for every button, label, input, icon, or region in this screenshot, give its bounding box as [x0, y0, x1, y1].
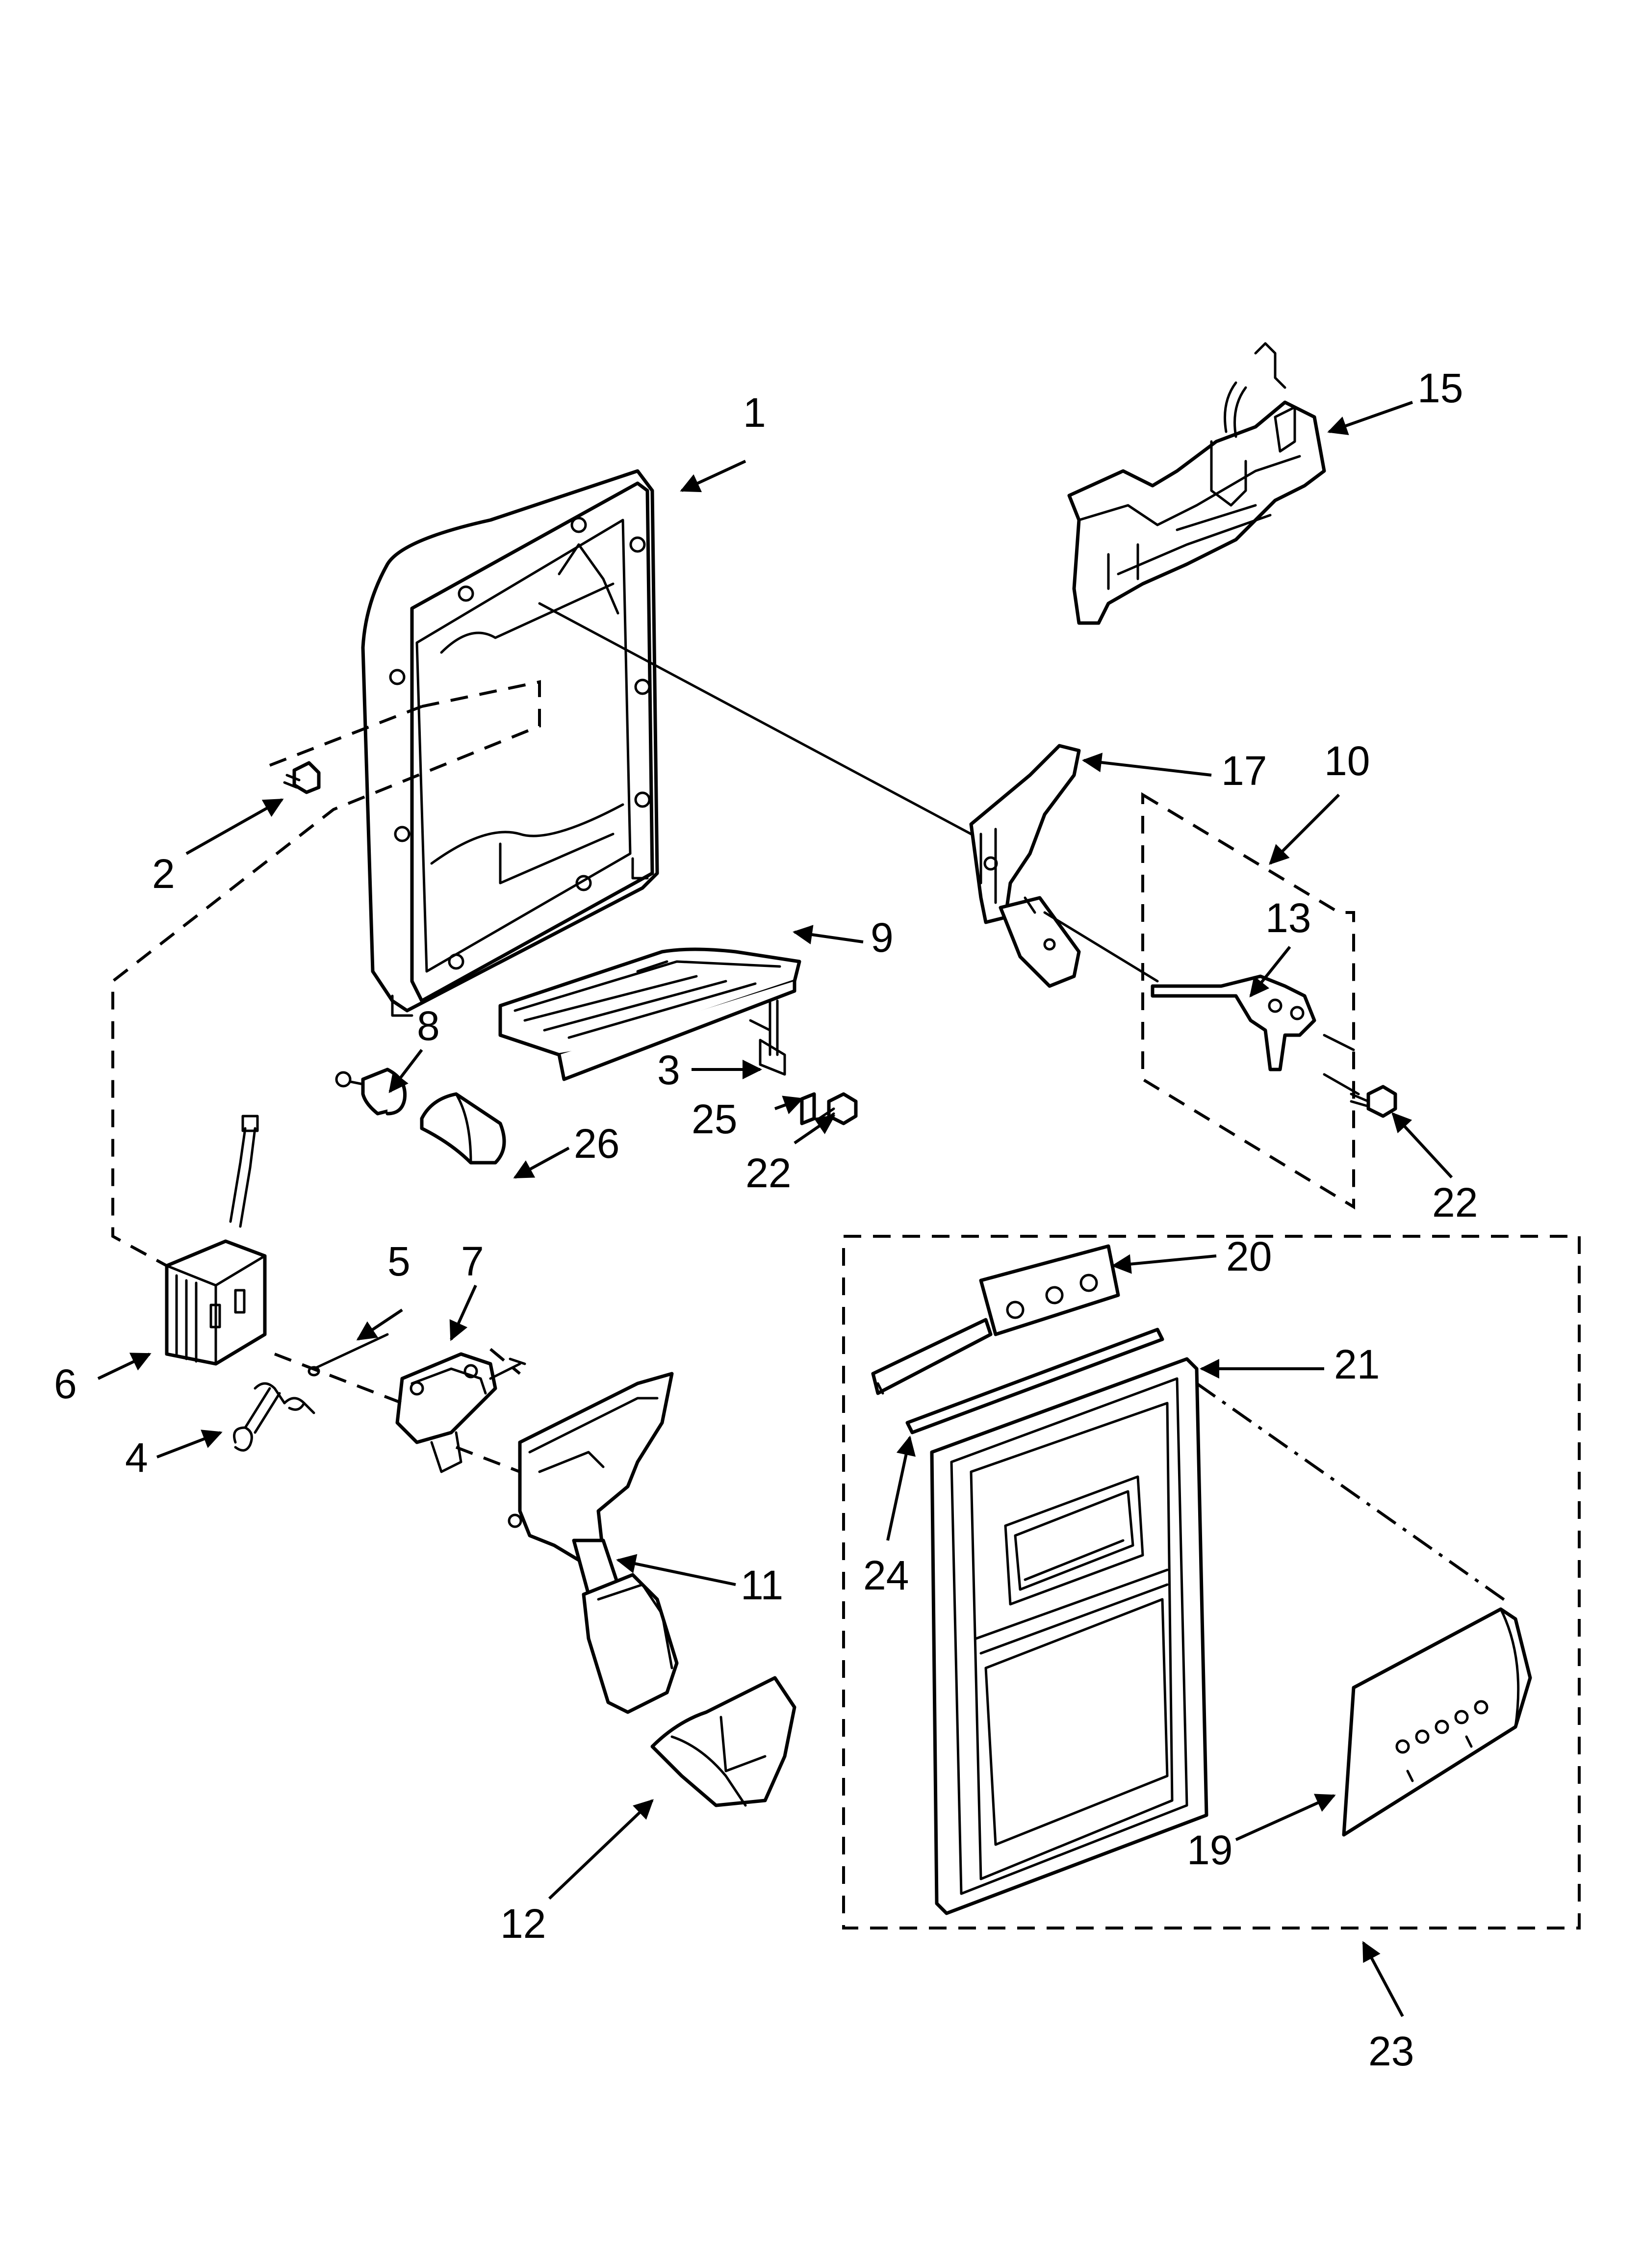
- callout-7: 7: [461, 1238, 484, 1284]
- callout-15: 15: [1417, 365, 1463, 411]
- callout-13: 13: [1265, 895, 1311, 941]
- callout-4: 4: [125, 1434, 148, 1481]
- part-11-paddle-arm: [508, 1372, 679, 1714]
- callout-20: 20: [1226, 1233, 1272, 1279]
- callout-23: 23: [1368, 2028, 1414, 2074]
- callout-5: 5: [387, 1238, 410, 1284]
- callout-11: 11: [741, 1562, 783, 1608]
- callout-24: 24: [863, 1552, 909, 1598]
- callout-10: 10: [1324, 738, 1370, 784]
- part-2-screw: [283, 761, 321, 794]
- group-box-23: [842, 1235, 1581, 1929]
- part-20-circuit-board: [871, 1244, 1120, 1395]
- callout-8: 8: [417, 1003, 440, 1049]
- part-26-cover: [420, 1092, 506, 1165]
- callout-6: 6: [54, 1361, 77, 1407]
- callout-3: 3: [657, 1047, 680, 1093]
- part-25-clip: [800, 1092, 816, 1125]
- callout-22a: 22: [745, 1150, 791, 1196]
- callout-labels: 1 15 17 10 13 2 9 8 3 26 25 22 22 5 7 20…: [54, 365, 1478, 2074]
- part-9-tray: [498, 947, 801, 1081]
- part-19-control-panel: [1342, 1607, 1532, 1837]
- part-3-spring-clip: [759, 999, 786, 1076]
- callout-26: 26: [574, 1121, 619, 1167]
- callout-19: 19: [1187, 1827, 1232, 1873]
- part-22-screw-b: [1350, 1085, 1397, 1118]
- callout-12: 12: [500, 1901, 546, 1947]
- leader-arrows: [97, 401, 1453, 2017]
- part-5-pin: [308, 1333, 389, 1377]
- callout-9: 9: [871, 914, 894, 961]
- part-17-lever: [969, 744, 1081, 988]
- part-8-solenoid: [335, 1068, 407, 1116]
- part-7-actuator: [395, 1352, 526, 1473]
- part-6-switch: [165, 1115, 267, 1366]
- group-box-10: [1141, 792, 1355, 1210]
- callout-17: 17: [1221, 748, 1267, 794]
- callout-2: 2: [152, 851, 175, 897]
- callout-1: 1: [743, 390, 766, 436]
- part-12-drip-cup: [650, 1676, 796, 1807]
- callout-21: 21: [1334, 1341, 1380, 1387]
- part-dispenser-housing: [361, 469, 659, 1017]
- callout-25: 25: [692, 1096, 737, 1142]
- part-24-seal-strip: [905, 1328, 1164, 1434]
- part-15-bracket: [1067, 342, 1326, 625]
- part-22-screw-a: [818, 1092, 858, 1125]
- part-4-spring: [233, 1382, 315, 1452]
- callout-22b: 22: [1432, 1179, 1478, 1225]
- part-21-front-panel: [930, 1357, 1208, 1915]
- part-13-lever-assembly: [1151, 974, 1316, 1071]
